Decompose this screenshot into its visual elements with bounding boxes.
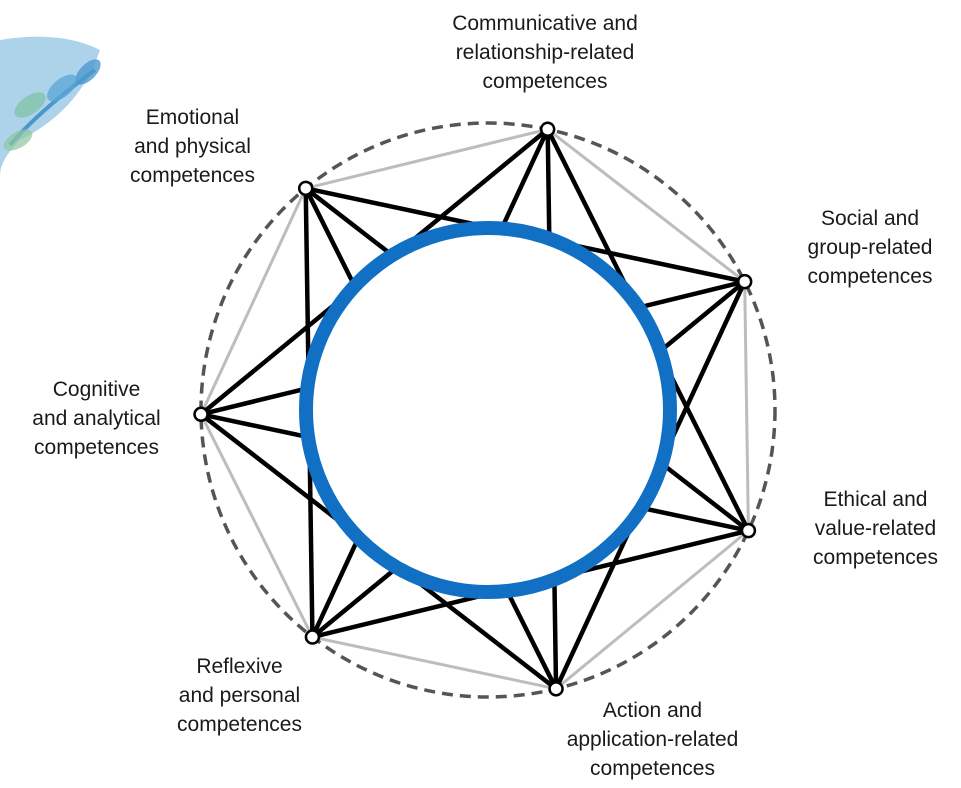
node-cognitive — [193, 406, 209, 423]
label-line: competences — [813, 546, 938, 569]
polygon-edge — [304, 127, 550, 190]
competence-nodes — [193, 121, 757, 697]
label-line: Cognitive — [52, 378, 141, 401]
label-line: Communicative and — [452, 12, 638, 35]
label-ethical: Ethical and value-related competences — [793, 485, 958, 572]
node-action — [548, 681, 564, 697]
label-line: competences — [590, 757, 715, 780]
label-line: and personal — [178, 684, 301, 707]
label-line: relationship-related — [455, 41, 635, 64]
label-line: competences — [807, 265, 933, 288]
label-communicative: Communicative and relationship-related c… — [445, 9, 645, 96]
polygon-edge — [310, 635, 558, 691]
polygon-edge — [199, 186, 308, 416]
label-reflexive: Reflexive and personal competences — [152, 652, 327, 739]
polygon-edge — [546, 127, 747, 284]
label-social: Social and group-related competences — [785, 204, 955, 291]
center-blue-ring — [299, 221, 677, 599]
label-line: Emotional — [145, 106, 240, 129]
leaf-logo-icon — [0, 36, 101, 175]
polygon-edge — [743, 280, 750, 533]
label-line: competences — [130, 164, 255, 187]
label-line: and analytical — [32, 407, 161, 430]
node-communicative — [539, 121, 556, 138]
label-cognitive: Cognitive and analytical competences — [4, 375, 189, 462]
label-line: group-related — [807, 236, 933, 259]
polygon-edge — [554, 529, 750, 691]
label-line: competences — [177, 713, 302, 736]
node-reflexive — [304, 629, 321, 645]
label-line: Ethical and — [823, 488, 928, 511]
label-line: competences — [482, 70, 608, 93]
node-social — [736, 273, 753, 290]
polygon-edge — [199, 412, 314, 639]
label-line: and physical — [134, 135, 251, 158]
label-line: Action and — [602, 699, 703, 722]
label-line: value-related — [814, 517, 937, 540]
label-line: Social and — [820, 207, 920, 230]
node-emotional — [297, 180, 314, 197]
label-emotional: Emotional and physical competences — [100, 103, 285, 190]
outer-polygon-edges — [199, 127, 750, 691]
label-line: application-related — [566, 728, 739, 751]
label-action: Action and application-related competenc… — [540, 696, 765, 783]
node-ethical — [740, 522, 757, 539]
label-line: Reflexive — [196, 655, 283, 678]
label-line: competences — [34, 436, 159, 459]
